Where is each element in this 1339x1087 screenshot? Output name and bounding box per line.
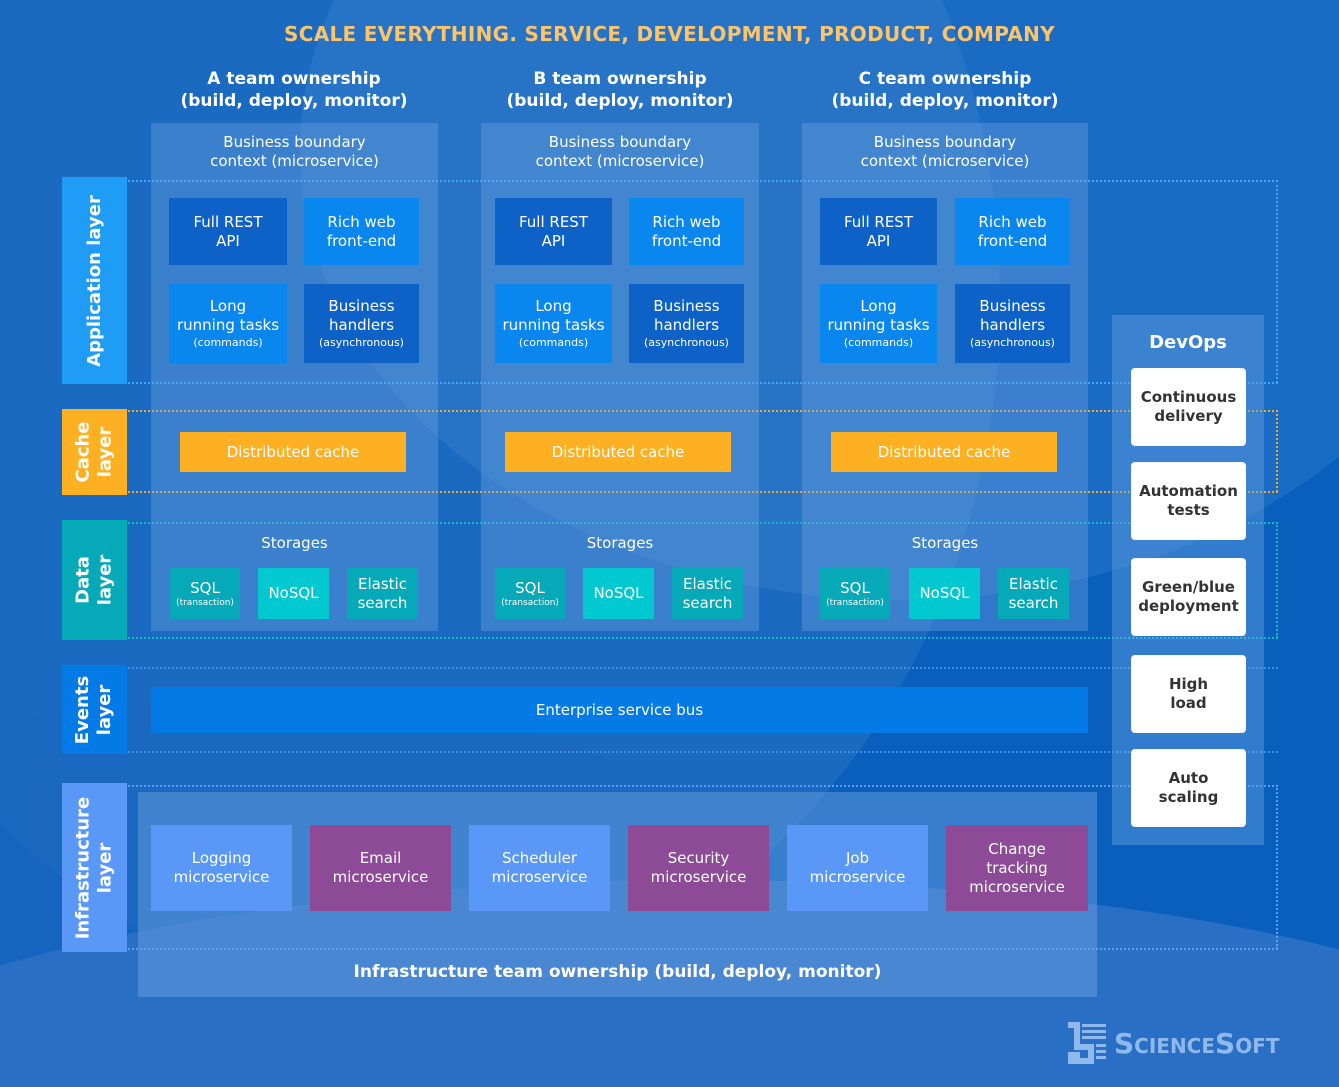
data-layer-top-line <box>128 522 1278 524</box>
infrastructure-container <box>138 792 1097 997</box>
team-a-distributed-cache: Distributed cache <box>180 432 406 472</box>
cache-layer-bottom-line <box>128 491 1278 493</box>
team-c-title: C team ownership(build, deploy, monitor) <box>831 69 1059 111</box>
team-a-storages-label: Storages <box>261 534 328 552</box>
team-c-nosql: NoSQL <box>909 568 980 619</box>
team-b-distributed-cache: Distributed cache <box>505 432 731 472</box>
enterprise-service-bus: Enterprise service bus <box>151 687 1088 733</box>
team-b-title: B team ownership(build, deploy, monitor) <box>506 69 734 111</box>
diagram-title: SCALE EVERYTHING. SERVICE, DEVELOPMENT, … <box>284 22 1055 46</box>
application-layer-label: Application layer <box>62 177 127 384</box>
team-b-storages-label: Storages <box>586 534 654 552</box>
team-b-nosql: NoSQL <box>583 568 654 619</box>
infrastructure-layer-top-line <box>128 785 1278 787</box>
infrastructure-layer-label: Infrastructure layer <box>62 783 127 952</box>
team-c-distributed-cache: Distributed cache <box>831 432 1057 472</box>
logo-text: ScienceSoft <box>1114 1026 1280 1060</box>
data-layer-label: Data layer <box>62 520 127 640</box>
devops-title: DevOps <box>1149 332 1227 353</box>
infrastructure-ownership-label: Infrastructure team ownership (build, de… <box>353 962 882 982</box>
data-layer-bottom-line <box>128 637 1278 639</box>
events-layer-bottom-line <box>128 751 1278 753</box>
infrastructure-layer-bottom-line <box>128 948 1278 950</box>
team-a-title: A team ownership(build, deploy, monitor) <box>180 69 408 111</box>
team-a-sql: SQL(transaction) <box>170 568 240 619</box>
application-layer-bottom-line <box>128 382 1278 384</box>
infrastructure-layer-side-line <box>1276 785 1278 949</box>
cache-layer-side-line <box>1276 410 1278 492</box>
cache-layer-top-line <box>128 410 1278 412</box>
cache-layer-label: Cache layer <box>62 409 127 495</box>
application-layer-top-line <box>128 180 1278 182</box>
team-c-storages-label: Storages <box>911 534 979 552</box>
team-c-sql: SQL(transaction) <box>820 568 890 619</box>
data-layer-side-line <box>1276 522 1278 638</box>
team-a-nosql: NoSQL <box>258 568 329 619</box>
sciencesoft-logo-icon <box>1068 1022 1106 1064</box>
sciencesoft-logo: ScienceSoft <box>1066 1022 1280 1064</box>
events-layer-label: Events layer <box>62 665 127 754</box>
team-b-sql: SQL(transaction) <box>495 568 565 619</box>
application-layer-side-line <box>1276 180 1278 383</box>
events-layer-top-line <box>128 667 1278 669</box>
